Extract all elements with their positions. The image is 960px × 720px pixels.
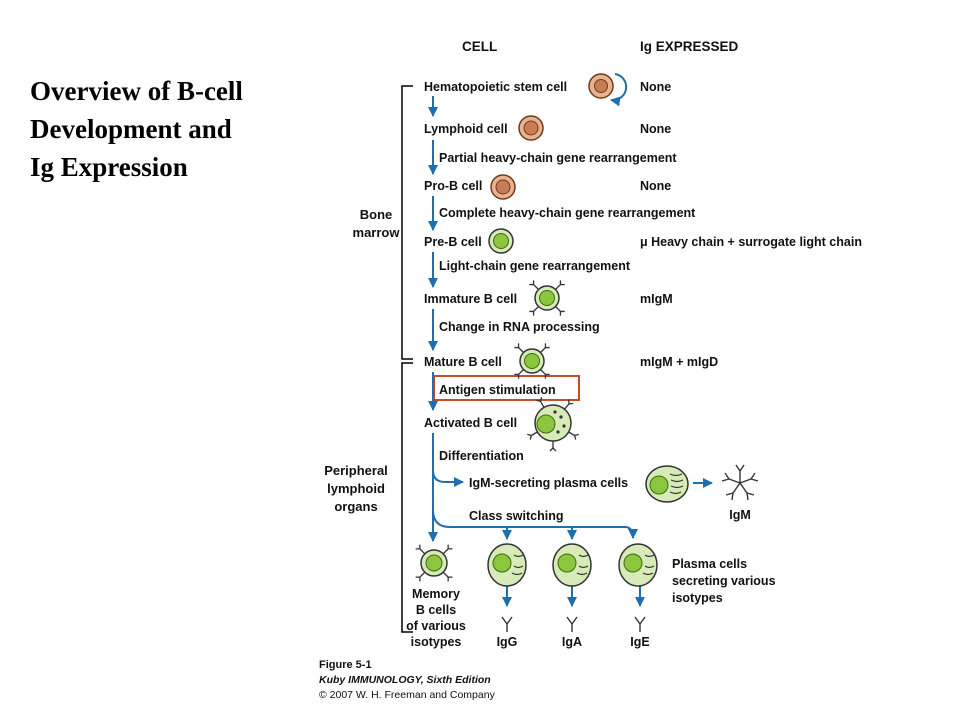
stage-label: Pre-B cell [424,235,482,249]
memory-label: Memory [412,587,460,601]
stage-label: Hematopoietic stem cell [424,80,567,94]
slide-title-line: Ig Expression [30,152,188,182]
step-label: Change in RNA processing [439,320,600,334]
ig-column-header: Ig EXPRESSED [640,39,739,54]
igm-plasma-label: IgM-secreting plasma cells [469,476,628,490]
ig-expressed-value: mIgM + mIgD [640,355,718,369]
region-label-peripheral: organs [334,499,377,514]
memory-b-cell [414,543,454,583]
region-label-bone-marrow: marrow [353,225,401,240]
pre-b-cell [488,228,514,254]
mature-b-cell [513,342,551,380]
slide-title-line: Development and [30,114,232,144]
stage-label: Activated B cell [424,416,517,430]
igg-plasma-cell [487,543,527,587]
figure-caption-number: Figure 5-1 [319,659,372,671]
bone-marrow-bracket [401,85,413,360]
igm-plasma-cell [645,465,689,503]
activated-b-cell [526,396,580,452]
region-label-bone-marrow: Bone [360,207,393,222]
memory-label: isotypes [411,635,462,649]
flow-arrow-class-switch [432,509,638,539]
region-label-peripheral: Peripheral [324,463,388,478]
memory-label: B cells [416,603,456,617]
ig-expressed-value: mIgM [640,292,673,306]
plasma-various-label: isotypes [672,591,723,605]
ig-expressed-value: μ Heavy chain + surrogate light chain [640,235,862,249]
peripheral-bracket [401,362,413,633]
step-label: Class switching [469,509,563,523]
step-label: Complete heavy-chain gene rearrangement [439,206,696,220]
self-renewal-arrow-icon [610,73,628,107]
immature-b-cell [528,279,566,317]
igm-pentamer-icon [721,464,759,501]
antibody-icon [566,616,578,632]
stage-label: Immature B cell [424,292,517,306]
isotype-label: IgE [630,635,649,649]
stage-label: Mature B cell [424,355,502,369]
ig-expressed-value: None [640,179,671,193]
step-label: Antigen stimulation [439,383,556,397]
plasma-various-label: Plasma cells [672,557,747,571]
memory-label: of various [406,619,466,633]
step-label: Partial heavy-chain gene rearrangement [439,151,677,165]
igm-label: IgM [729,508,751,522]
ig-expressed-value: None [640,122,671,136]
iga-plasma-cell [552,543,592,587]
isotype-label: IgG [497,635,518,649]
isotype-label: IgA [562,635,582,649]
pro-b-cell [490,174,516,200]
antibody-icon [634,616,646,632]
step-label: Differentiation [439,449,524,463]
ige-plasma-cell [618,543,658,587]
stage-label: Pro-B cell [424,179,482,193]
plasma-various-label: secreting various [672,574,776,588]
region-label-peripheral: lymphoid [327,481,385,496]
stage-label: Lymphoid cell [424,122,508,136]
step-label: Light-chain gene rearrangement [439,259,631,273]
cell-column-header: CELL [462,39,497,54]
figure-caption-source: Kuby IMMUNOLOGY, Sixth Edition [319,674,491,686]
slide-title: Overview of B-cell Development and Ig Ex… [30,72,320,186]
lymphoid-cell [518,115,544,141]
hematopoietic-stem-cell [588,73,614,99]
antibody-icon [501,616,513,632]
ig-expressed-value: None [640,80,671,94]
slide-title-line: Overview of B-cell [30,76,243,106]
flow-arrow-to-igm-plasma [432,469,464,487]
figure-caption-copyright: © 2007 W. H. Freeman and Company [319,689,496,701]
